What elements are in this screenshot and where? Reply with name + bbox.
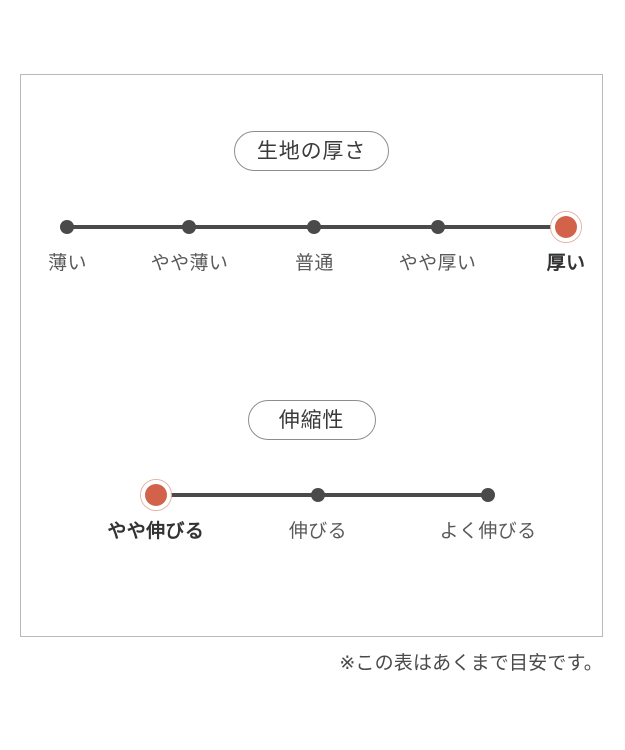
stretch-label-0: やや伸びる <box>107 521 205 542</box>
section-heading-pill-stretch: 伸縮性 <box>247 400 376 440</box>
scale-dot-icon <box>430 220 445 234</box>
stretch-label-1: 伸びる <box>288 521 347 542</box>
selected-halo-icon <box>139 479 172 511</box>
section-thickness-heading: 生地の厚さ <box>21 131 602 171</box>
footnote-disclaimer: ※この表はあくまで目安です。 <box>339 653 603 674</box>
scale-dot-icon <box>60 220 75 234</box>
scale-dot-icon <box>481 488 496 502</box>
section-heading-pill-thickness: 生地の厚さ <box>233 131 390 171</box>
thickness-label-3: やや厚い <box>398 253 477 274</box>
scale-dot-icon <box>310 488 325 502</box>
thickness-scale: 薄い やや薄い 普通 やや厚い 厚い <box>21 205 602 301</box>
scale-dot-icon <box>144 484 167 506</box>
stretch-labels: やや伸びる 伸びる よく伸びる <box>21 521 602 555</box>
thickness-label-1: やや薄い <box>150 253 229 274</box>
selected-halo-icon <box>549 211 582 243</box>
stretch-scale: やや伸びる 伸びる よく伸びる <box>21 473 602 569</box>
thickness-label-0: 薄い <box>48 253 87 274</box>
stretch-label-2: よく伸びる <box>439 521 537 542</box>
stretch-track <box>21 473 602 517</box>
fabric-spec-card: 生地の厚さ 薄い やや薄い 普通 やや厚い 厚い 伸縮性 <box>20 74 603 637</box>
thickness-labels: 薄い やや薄い 普通 やや厚い 厚い <box>21 253 602 287</box>
thickness-track <box>21 205 602 249</box>
thickness-label-2: 普通 <box>295 253 334 274</box>
scale-dot-icon <box>182 220 197 234</box>
thickness-label-4: 厚い <box>546 253 586 274</box>
section-stretch-heading: 伸縮性 <box>21 400 602 440</box>
scale-dot-icon <box>554 216 577 238</box>
scale-dot-icon <box>307 220 322 234</box>
